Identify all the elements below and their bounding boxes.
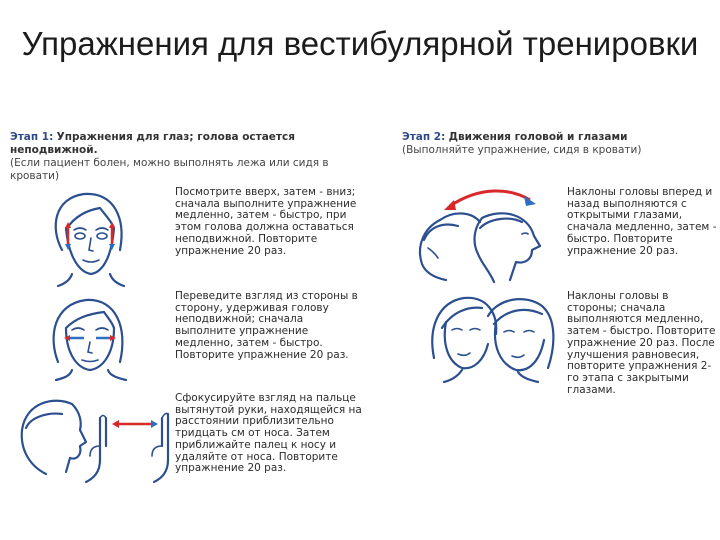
stage2-heading: Этап 2: Движения головой и глазами (Выпо… bbox=[402, 131, 712, 157]
head-nod-icon bbox=[418, 189, 542, 284]
head-finger-focus-icon bbox=[20, 399, 170, 484]
stage2-note: (Выполняйте упражнение, сидя в кровати) bbox=[402, 144, 642, 156]
stage1-exercise-3: Сфокусируйте взгляд на пальце вытянутой … bbox=[175, 392, 362, 475]
stage1-exercise-1: Посмотрите вверх, затем - вниз; сначала … bbox=[175, 186, 357, 257]
stage1-title: Упражнения для глаз; голова остается неп… bbox=[10, 131, 295, 156]
stage2-exercise-1: Наклоны головы вперед и назад выполняютс… bbox=[567, 186, 717, 257]
stage2-label: Этап 2: bbox=[402, 131, 446, 143]
face-eyes-up-down-icon bbox=[54, 192, 126, 288]
page-title: Упражнения для вестибулярной тренировки bbox=[21, 25, 699, 62]
stage2-title: Движения головой и глазами bbox=[448, 131, 628, 143]
stage1-heading: Этап 1: Упражнения для глаз; голова оста… bbox=[10, 131, 362, 183]
head-tilt-icon bbox=[431, 296, 555, 384]
stage2-exercise-2: Наклоны головы в стороны; сначала выполн… bbox=[567, 290, 716, 396]
stage1-exercise-2: Переведите взгляд из стороны в сторону, … bbox=[175, 290, 358, 361]
stage1-label: Этап 1: bbox=[10, 131, 54, 143]
stage1-note: (Если пациент болен, можно выполнять леж… bbox=[10, 157, 329, 182]
face-eyes-side-to-side-icon bbox=[52, 298, 128, 382]
